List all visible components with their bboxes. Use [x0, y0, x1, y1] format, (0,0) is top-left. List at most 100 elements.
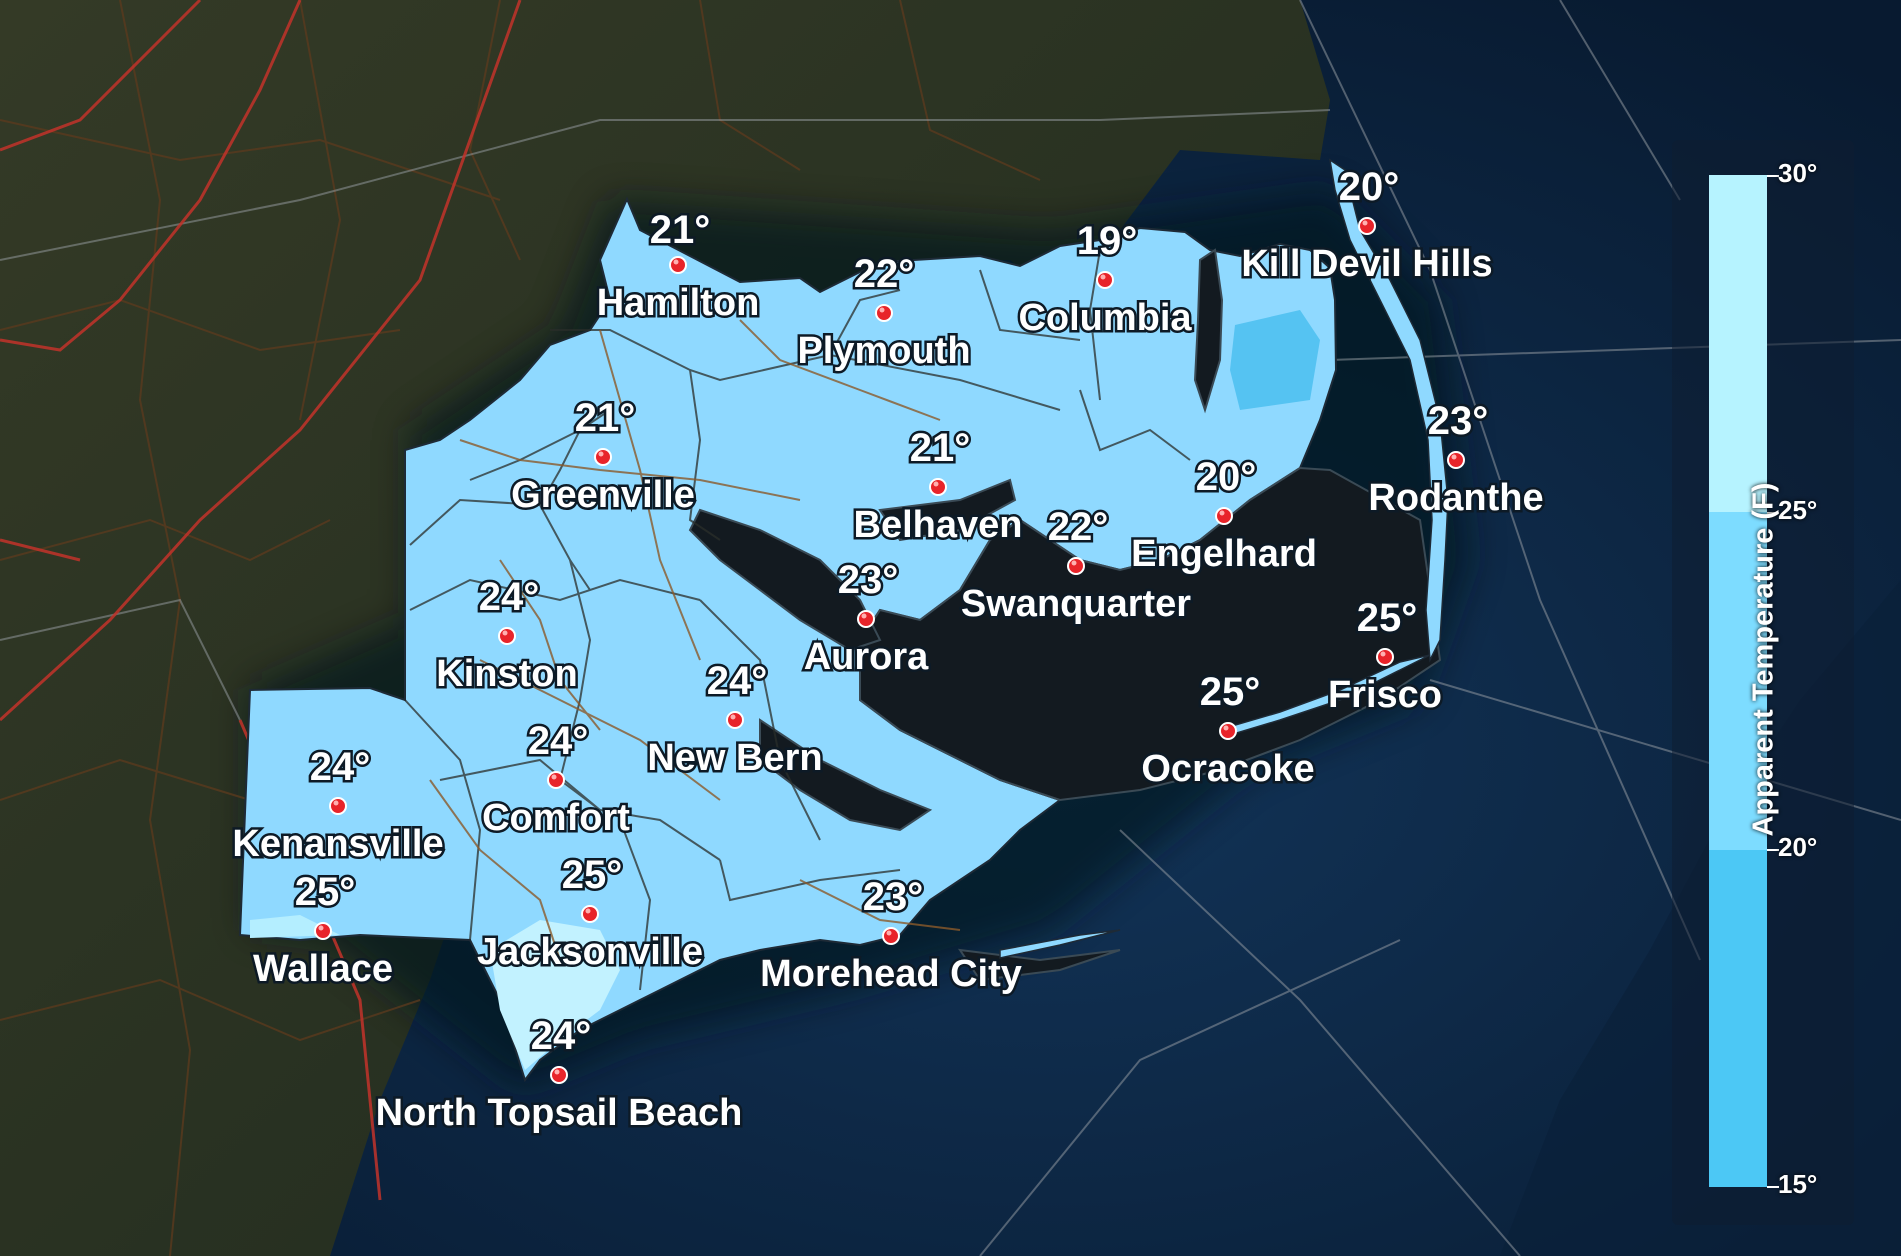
city-marker-highlight — [1451, 454, 1457, 460]
legend-tick-label: 20° — [1778, 832, 1818, 862]
city-north-topsail-beach: 24° North Topsail Beach — [373, 1012, 745, 1137]
legend-tick-label: 25° — [1778, 495, 1818, 525]
city-marker-dot — [314, 922, 332, 940]
city-marker-highlight — [1362, 220, 1368, 226]
city-ocracoke: 25° Ocracoke — [1139, 668, 1317, 793]
city-marker-highlight — [551, 774, 557, 780]
city-temperature: 21° — [575, 396, 636, 440]
city-morehead-city: 23°Morehead City — [758, 873, 1025, 998]
city-temperature: 23° — [838, 558, 899, 602]
legend-tick — [1767, 512, 1779, 514]
city-marker-dot — [594, 448, 612, 466]
city-temperature: 20° — [1196, 455, 1257, 499]
region-warm-patch — [490, 920, 620, 1070]
city-marker-highlight — [502, 630, 508, 636]
region-cool-patch — [1230, 310, 1320, 410]
city-swanquarter: 22° Swanquarter — [958, 503, 1193, 628]
legend-band-20-25 — [1709, 512, 1767, 850]
city-temperature: 25° — [1200, 670, 1261, 714]
legend-tick-label: 15° — [1778, 1169, 1818, 1199]
legend-tick-label: 30° — [1778, 158, 1818, 188]
city-name: North Topsail Beach — [376, 1092, 743, 1134]
city-new-bern: 24° New Bern — [645, 657, 825, 782]
city-marker-dot — [882, 927, 900, 945]
city-marker-highlight — [886, 930, 892, 936]
city-temperature: 24° — [531, 1014, 592, 1058]
forecast-county-lines — [404, 249, 1191, 991]
city-name: Swanquarter — [961, 583, 1191, 625]
city-name: Engelhard — [1131, 533, 1317, 575]
city-marker-dot — [857, 610, 875, 628]
city-plymouth: 22°Plymouth — [795, 250, 973, 375]
city-marker-dot — [1219, 722, 1237, 740]
city-name: Columbia — [1018, 297, 1192, 339]
city-temperature: 24° — [310, 745, 371, 789]
city-kinston: 24°Kinston — [434, 573, 580, 698]
city-marker-dot — [1358, 217, 1376, 235]
city-marker-highlight — [1219, 510, 1225, 516]
city-name: Belhaven — [854, 504, 1023, 546]
city-rodanthe: 23° Rodanthe — [1366, 397, 1546, 522]
city-greenville: 21° Greenville — [509, 394, 698, 519]
city-marker-highlight — [879, 307, 885, 313]
city-comfort: 24°Comfort — [480, 717, 633, 842]
city-temperature: 22° — [1048, 505, 1109, 549]
city-aurora: 23°Aurora — [801, 556, 931, 681]
legend-band-25-30 — [1709, 175, 1767, 513]
city-marker-highlight — [673, 259, 679, 265]
city-temperature: 21° — [650, 208, 711, 252]
city-name: Ocracoke — [1141, 748, 1314, 790]
legend-tick — [1767, 175, 1779, 177]
city-marker-dot — [1067, 557, 1085, 575]
city-marker-highlight — [730, 714, 736, 720]
city-marker-highlight — [861, 613, 867, 619]
city-temperature: 25° — [562, 853, 623, 897]
city-marker-dot — [547, 771, 565, 789]
city-name: Wallace — [253, 948, 393, 990]
city-marker-dot — [669, 256, 687, 274]
city-kenansville: 24° Kenansville — [230, 743, 446, 868]
city-belhaven: 21°Belhaven — [851, 424, 1025, 549]
city-jacksonville: 25° Jacksonville — [474, 851, 705, 976]
city-marker-dot — [498, 627, 516, 645]
city-name: Frisco — [1328, 674, 1442, 716]
city-marker-dot — [1215, 507, 1233, 525]
city-temperature: 19° — [1077, 219, 1138, 263]
city-marker-highlight — [598, 451, 604, 457]
city-temperature: 23° — [1428, 399, 1489, 443]
city-temperature: 24° — [528, 719, 589, 763]
city-marker-highlight — [333, 800, 339, 806]
city-marker-highlight — [585, 908, 591, 914]
city-frisco: 25°Frisco — [1325, 594, 1444, 719]
city-name: New Bern — [647, 737, 822, 779]
city-columbia: 19° Columbia — [1016, 217, 1195, 342]
city-marker-highlight — [318, 925, 324, 931]
city-marker-dot — [1096, 271, 1114, 289]
city-name: Kinston — [436, 653, 577, 695]
city-marker-dot — [1447, 451, 1465, 469]
sounds-and-rivers — [688, 248, 1442, 982]
legend-band-15-20 — [1709, 849, 1767, 1187]
city-hamilton: 21°Hamilton — [594, 206, 762, 327]
city-marker-dot — [329, 797, 347, 815]
legend-tick — [1767, 849, 1779, 851]
region-roads — [429, 319, 961, 961]
city-name: Plymouth — [797, 330, 970, 372]
city-temperature: 24° — [707, 659, 768, 703]
city-name: Greenville — [511, 474, 695, 516]
city-wallace: 25° Wallace — [250, 868, 395, 993]
city-marker-dot — [550, 1066, 568, 1084]
city-name: Jacksonville — [477, 931, 703, 973]
city-temperature: 25° — [295, 870, 356, 914]
city-name: Rodanthe — [1368, 477, 1543, 519]
city-marker-dot — [1376, 648, 1394, 666]
city-marker-dot — [581, 905, 599, 923]
legend-title: Apparent Temperature (F) — [1747, 482, 1780, 837]
city-name: Kenansville — [232, 823, 443, 865]
city-marker-highlight — [1223, 725, 1229, 731]
city-kill-devil-hills: 20°Kill Devil Hills — [1239, 163, 1495, 288]
city-temperature: 20° — [1339, 165, 1400, 209]
city-marker-highlight — [1380, 651, 1386, 657]
legend-tick — [1767, 1186, 1779, 1188]
